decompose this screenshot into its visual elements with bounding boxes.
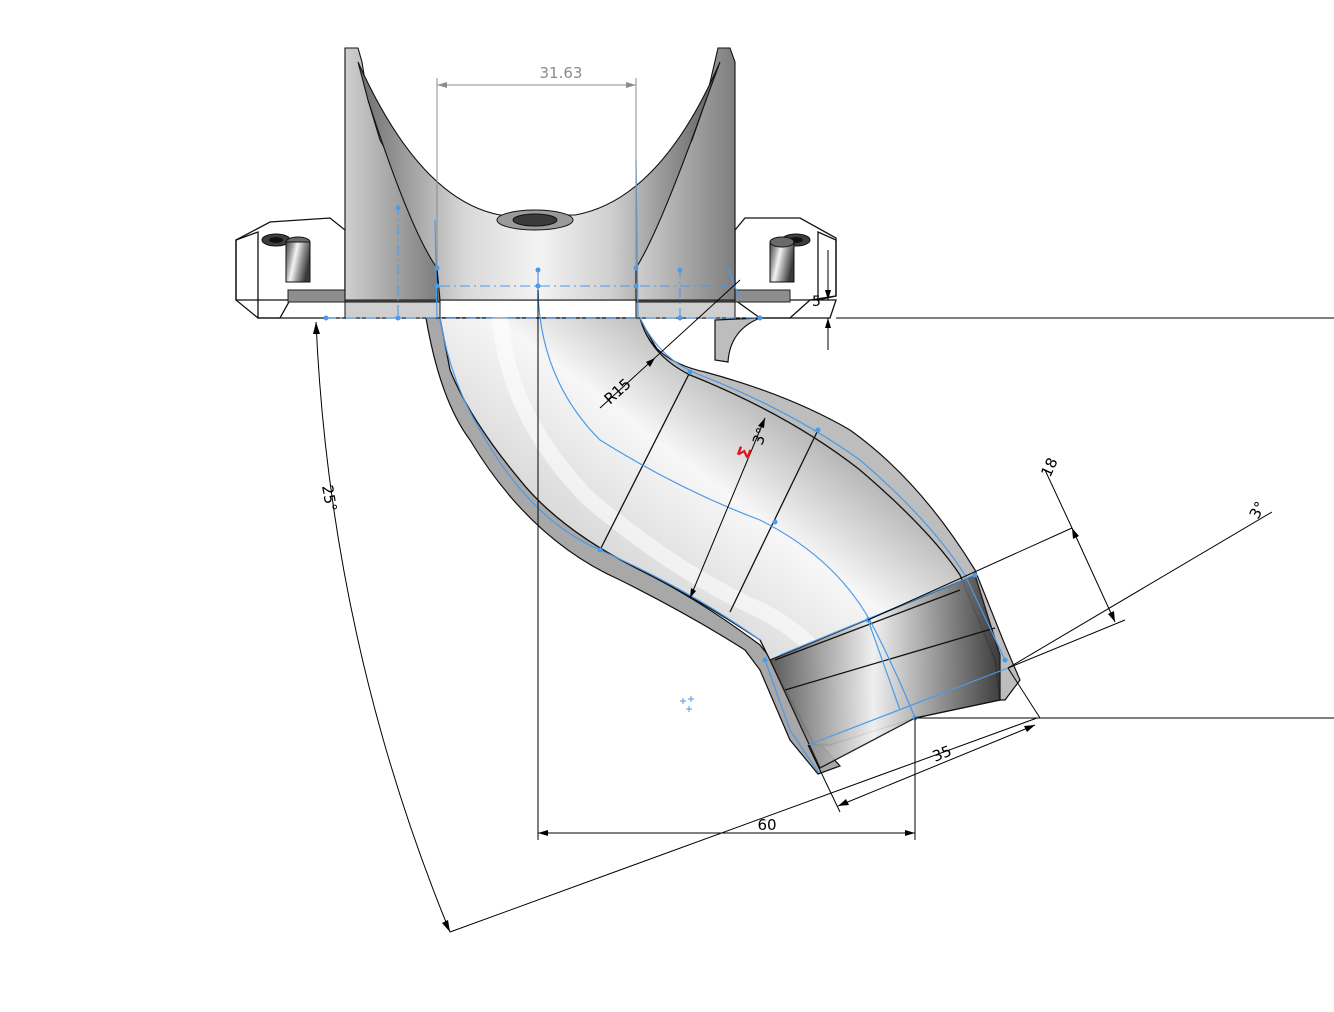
dimension-length-18-label[interactable]: 18 — [1037, 455, 1061, 480]
dimension-horizontal-60[interactable]: 60 — [537, 290, 916, 840]
outer-profile-spline[interactable] — [639, 317, 1006, 661]
dimension-thickness-small[interactable]: 5 — [812, 250, 1334, 350]
dimension-length-35-label[interactable]: 35 — [930, 742, 954, 766]
dimension-width-top[interactable]: 31.63 — [436, 64, 637, 268]
sketch-geometry[interactable] — [323, 159, 1009, 773]
sketch-points[interactable] — [323, 205, 1008, 721]
dimension-draft-angle-2-label[interactable]: 3° — [1246, 498, 1270, 522]
flange-web — [714, 317, 761, 363]
fork-ribs — [344, 47, 736, 301]
dimension-draft-angle-2[interactable]: 3° — [1007, 498, 1273, 669]
dimension-width-top-label[interactable]: 31.63 — [540, 64, 583, 82]
dimension-horizontal-60-label[interactable]: 60 — [757, 816, 776, 834]
dimension-draft-angle-1-label[interactable]: 3° — [749, 425, 772, 447]
sweep-path-spline[interactable] — [537, 289, 916, 719]
dimension-thickness-small-label[interactable]: 5 — [812, 294, 821, 310]
pipe-highlight — [492, 312, 858, 708]
origin-crosshair-icon[interactable] — [680, 696, 694, 712]
dimension-length-35[interactable]: 35 — [807, 667, 1334, 813]
dimension-sweep-angle[interactable]: 25° — [313, 321, 1038, 933]
dimension-sweep-angle-label[interactable]: 25° — [318, 484, 340, 513]
part-model[interactable] — [235, 47, 1021, 775]
